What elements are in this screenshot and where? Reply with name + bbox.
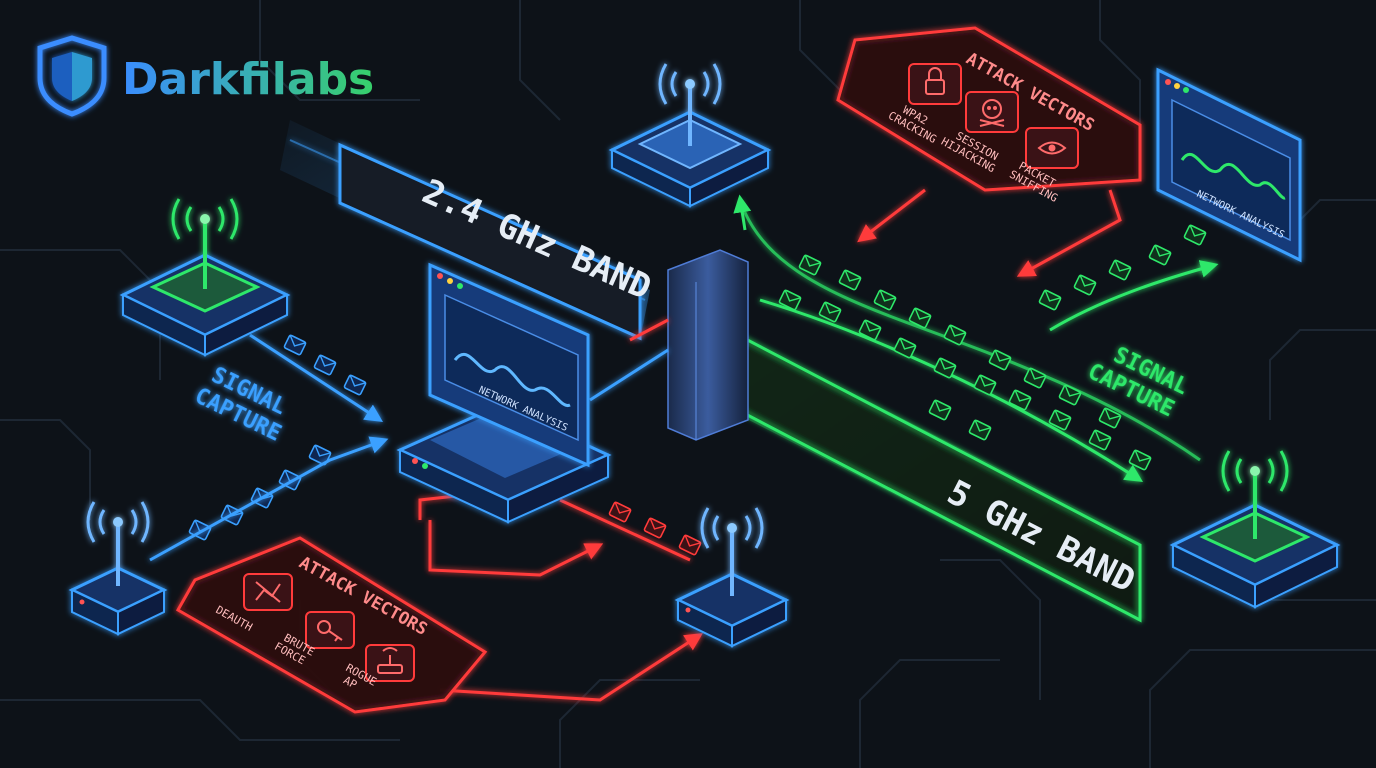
packet-icon: [1183, 224, 1207, 246]
packet-icon: [1148, 244, 1172, 266]
packet-icon: [798, 254, 822, 276]
signal-capture-left: SIGNAL CAPTURE: [191, 363, 290, 447]
router-bottom-center[interactable]: [674, 507, 790, 648]
router-icon: [365, 644, 415, 682]
central-pillar: [667, 249, 749, 441]
packet-icon: [1008, 389, 1032, 411]
packet-icon: [283, 334, 307, 356]
blue-packets: [188, 334, 702, 556]
packet-icon: [973, 374, 997, 396]
router-right-green[interactable]: [1169, 450, 1341, 609]
signal-capture-right: SIGNAL CAPTURE: [1084, 343, 1192, 422]
packet-icon: [1058, 384, 1082, 406]
packet-icon: [1088, 429, 1112, 451]
eye-icon: [1025, 127, 1079, 169]
packet-icon: [678, 534, 702, 556]
packet-icon: [1128, 449, 1152, 471]
band-5-label: 5 GHz BAND: [688, 307, 1142, 623]
router-top-center[interactable]: [608, 63, 772, 208]
analysis-station-center[interactable]: NETWORK ANALYSIS: [396, 262, 612, 524]
packet-icon: [908, 307, 932, 329]
key-icon: [305, 611, 355, 649]
packet-icon: [308, 444, 332, 466]
brand-name: Darkfilabs: [122, 54, 374, 105]
packet-icon: [933, 357, 957, 379]
packet-icon: [643, 517, 667, 539]
packet-icon: [858, 319, 882, 341]
green-packets: [778, 224, 1207, 471]
router-bottom-left[interactable]: [68, 501, 168, 636]
capture-paths: [149, 333, 669, 562]
packet-icon: [313, 354, 337, 376]
skull-icon: [965, 91, 1019, 133]
packet-icon: [838, 269, 862, 291]
packet-icon: [928, 399, 952, 421]
lock-icon: [908, 63, 962, 105]
packet-icon: [893, 337, 917, 359]
deauth-icon: [243, 573, 293, 611]
packet-icon: [343, 374, 367, 396]
router-left-green[interactable]: [119, 198, 291, 357]
packet-icon: [778, 289, 802, 311]
packet-icon: [873, 289, 897, 311]
packet-icon: [818, 301, 842, 323]
packet-icon: [1073, 274, 1097, 296]
packet-icon: [988, 349, 1012, 371]
packet-icon: [1023, 367, 1047, 389]
packet-icon: [968, 419, 992, 441]
network-analysis-screen-top-right[interactable]: [1156, 67, 1302, 263]
attack-bottom-item-rogue-l2: AP: [341, 674, 359, 692]
attack-vectors-top-panel: ATTACK VECTORS WPA2 CRACKING SESSION HIJ…: [836, 26, 1142, 205]
packet-icon: [1048, 409, 1072, 431]
shield-icon: [37, 35, 107, 117]
attack-vectors-bottom-panel: ATTACK VECTORS DEAUTH BRUTE FORCE ROGUE …: [175, 536, 488, 714]
network-analysis-screen-center[interactable]: [428, 262, 590, 468]
packet-icon: [608, 501, 632, 523]
brand-logo[interactable]: Darkfilabs: [37, 35, 374, 117]
packet-icon: [1098, 407, 1122, 429]
packet-icon: [943, 324, 967, 346]
packet-icon: [1038, 289, 1062, 311]
packet-icon: [1108, 259, 1132, 281]
